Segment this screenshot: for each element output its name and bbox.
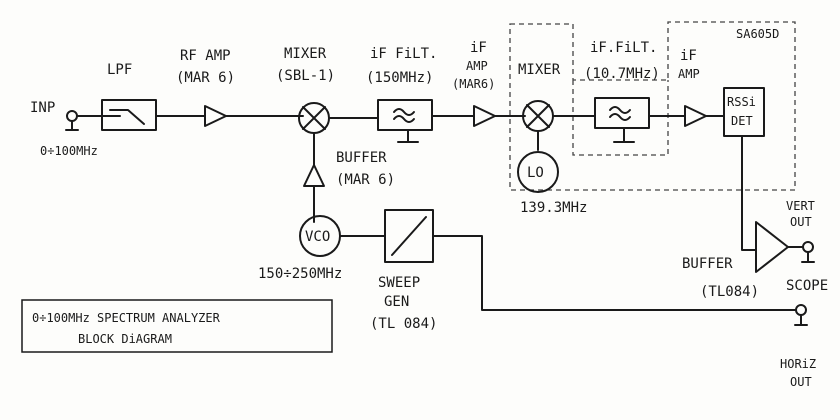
sa605d-region [509, 21, 796, 191]
title-line1: 0÷100MHz SPECTRUM ANALYZER [32, 311, 221, 325]
vert-out-out-label: OUT [790, 215, 812, 229]
if-amp2-label: iF [680, 48, 697, 64]
input-label: INP [30, 100, 55, 116]
mixer1-block [298, 102, 379, 166]
if-filter2-block [594, 97, 686, 143]
if-filter1-freq-label: (150MHz) [366, 70, 433, 86]
vert-out-label: VERT [786, 199, 815, 213]
title-box [21, 299, 333, 353]
if-amp2-block [684, 105, 725, 127]
horiz-out-label: HORiZ [780, 357, 816, 371]
mixer2-block [522, 100, 596, 151]
buffer1-block [303, 164, 325, 223]
vco-range-label: 150÷250MHz [258, 266, 342, 282]
vert-out-connector [801, 241, 815, 263]
lpf-label: LPF [107, 62, 132, 78]
buffer2-chip-label: (TL084) [700, 284, 759, 300]
if-amp1-amp-label: AMP [466, 59, 488, 73]
rssi-label: RSSi [727, 95, 756, 109]
sweep-gen-block [384, 209, 797, 311]
if-amp1-chip-label: (MAR6) [452, 77, 495, 91]
rf-amp-label: RF AMP [180, 48, 231, 64]
if-amp1-block [473, 105, 526, 127]
scope-label: SCOPE [786, 278, 828, 294]
sa605d-label: SA605D [736, 27, 779, 41]
lpf-block [101, 99, 206, 131]
sweep-label: SWEEP [378, 275, 420, 291]
input-range-label: 0÷100MHz [40, 144, 98, 158]
if-filter1-label: iF FiLT. [370, 46, 437, 62]
if-amp1-label: iF [470, 40, 487, 56]
rssi-det-block [723, 87, 765, 251]
sweep-gen-label: GEN [384, 294, 409, 310]
if-filter1-block [377, 99, 475, 143]
if-amp2-amp-label: AMP [678, 67, 700, 81]
lo-freq-label: 139.3MHz [520, 200, 587, 216]
buffer2-block [755, 221, 804, 273]
if-filter2-label: iF.FiLT. [590, 40, 657, 56]
vco-label: VCO [305, 229, 330, 245]
sweep-chip-label: (TL 084) [370, 316, 437, 332]
mixer1-chip-label: (SBL-1) [276, 68, 335, 84]
mixer2-label: MIXER [518, 62, 561, 78]
mixer1-label: MIXER [284, 46, 327, 62]
horiz-out-out-label: OUT [790, 375, 812, 389]
vco-block [299, 215, 386, 257]
buffer1-label: BUFFER [336, 150, 387, 166]
buffer1-chip-label: (MAR 6) [336, 172, 395, 188]
lo-block [517, 151, 559, 193]
horiz-out-connector [794, 304, 808, 326]
input-connector [65, 110, 121, 131]
rf-amp-chip-label: (MAR 6) [176, 70, 235, 86]
lo-label: LO [527, 165, 544, 181]
title-line2: BLOCK DiAGRAM [78, 332, 172, 346]
if-filter2-freq-label: (10.7MHz) [584, 66, 660, 82]
buffer2-label: BUFFER [682, 256, 733, 272]
rf-amp-block [204, 105, 304, 127]
rssi-det-label: DET [731, 114, 753, 128]
